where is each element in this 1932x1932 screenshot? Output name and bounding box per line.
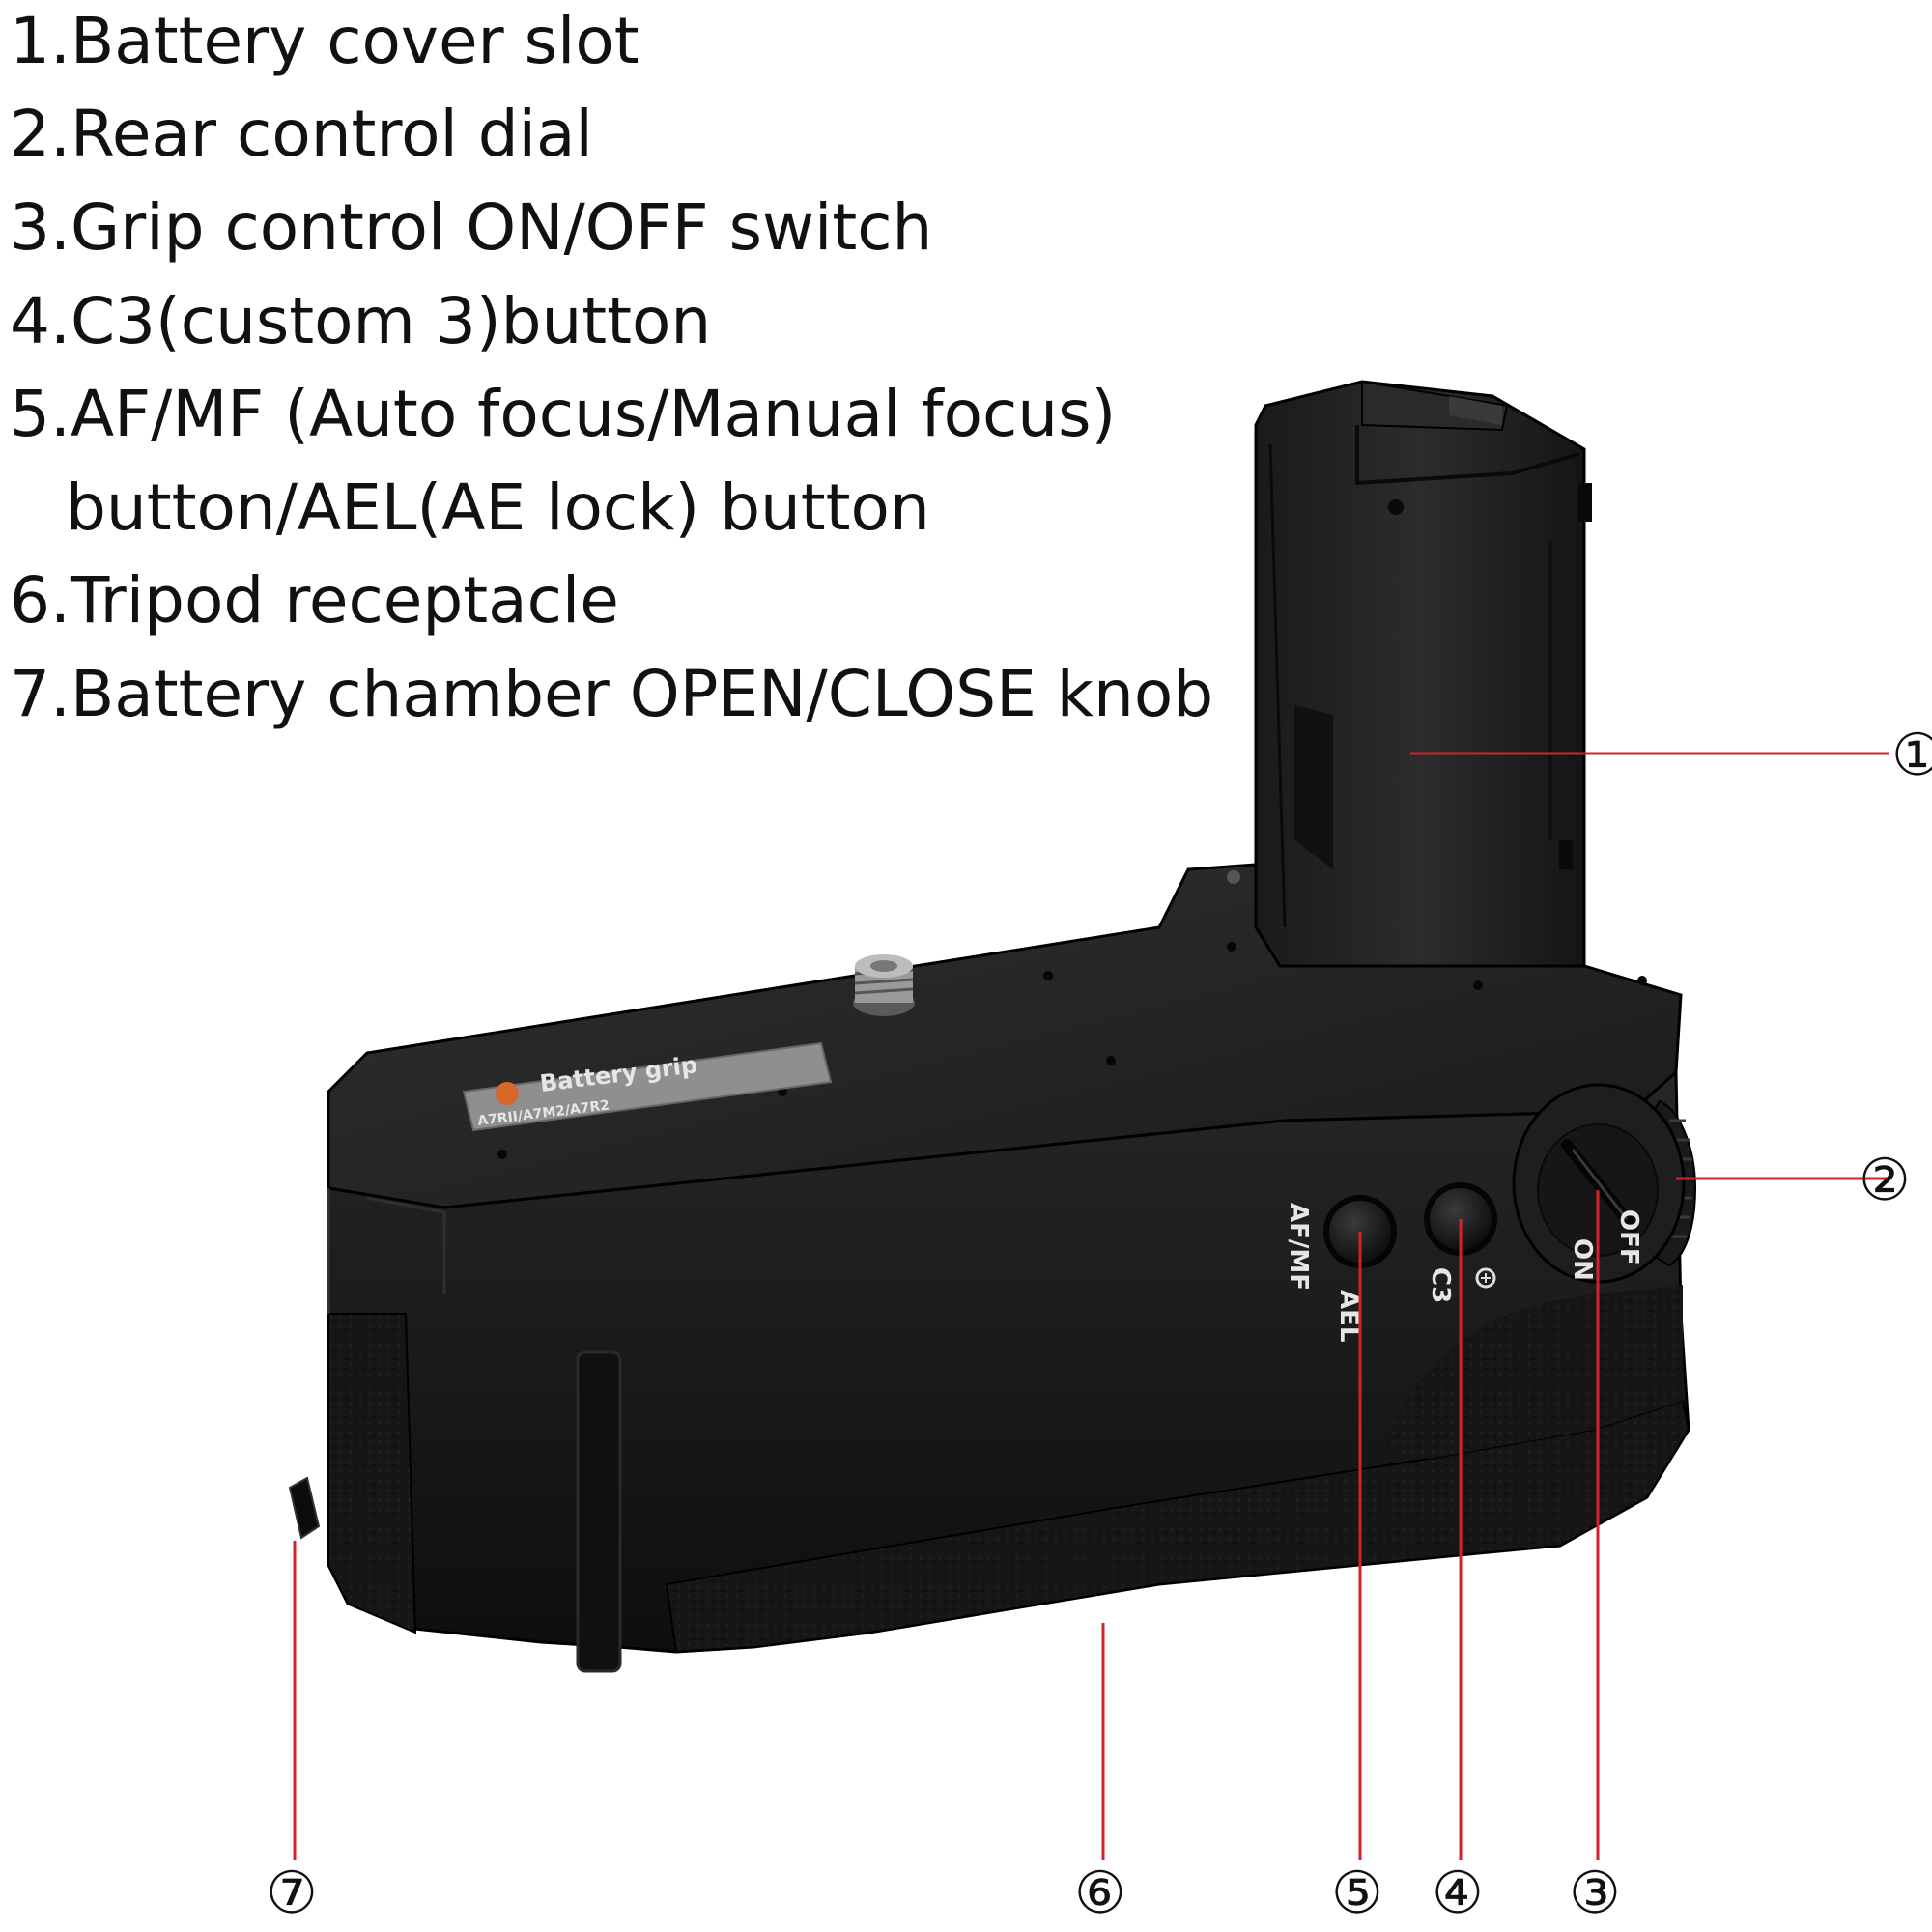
tripod-screw — [853, 954, 915, 1016]
callout-6: ⑥ — [1074, 1860, 1126, 1927]
legend-item-1: 1.Battery cover slot — [10, 4, 639, 78]
legend-item-4: 4.C3(custom 3)button — [10, 284, 712, 358]
switch-label-off: OFF — [1614, 1209, 1643, 1265]
callout-4: ④ — [1432, 1860, 1484, 1927]
legend-item-7: 7.Battery chamber OPEN/CLOSE knob — [10, 657, 1214, 731]
brand-logo-icon — [496, 1082, 519, 1105]
legend-item-6: 6.Tripod receptacle — [10, 563, 619, 638]
switch-label-on: ON — [1568, 1238, 1597, 1281]
callout-5: ⑤ — [1331, 1860, 1383, 1927]
legend-item-5: 5.AF/MF (Auto focus/Manual focus) — [10, 377, 1117, 451]
callout-7: ⑦ — [266, 1860, 318, 1927]
c3-label: C3 — [1426, 1267, 1455, 1303]
callout-2: ② — [1859, 1147, 1911, 1214]
legend-item-2: 2.Rear control dial — [10, 97, 593, 171]
battery-cover-tower — [1254, 380, 1592, 968]
afmf-label: AF/MF — [1284, 1203, 1313, 1291]
battery-chamber-knob[interactable] — [288, 1476, 321, 1540]
strap-bar — [576, 1350, 622, 1673]
callout-3: ③ — [1569, 1860, 1621, 1927]
callout-1: ① — [1891, 722, 1932, 789]
ael-label: AEL — [1334, 1290, 1363, 1342]
legend-item-5-continued: button/AEL(AE lock) button — [66, 470, 930, 545]
leader-lines — [293, 752, 1889, 1860]
legend-item-3: 3.Grip control ON/OFF switch — [10, 190, 933, 265]
zoom-plus-icon — [1475, 1267, 1496, 1289]
